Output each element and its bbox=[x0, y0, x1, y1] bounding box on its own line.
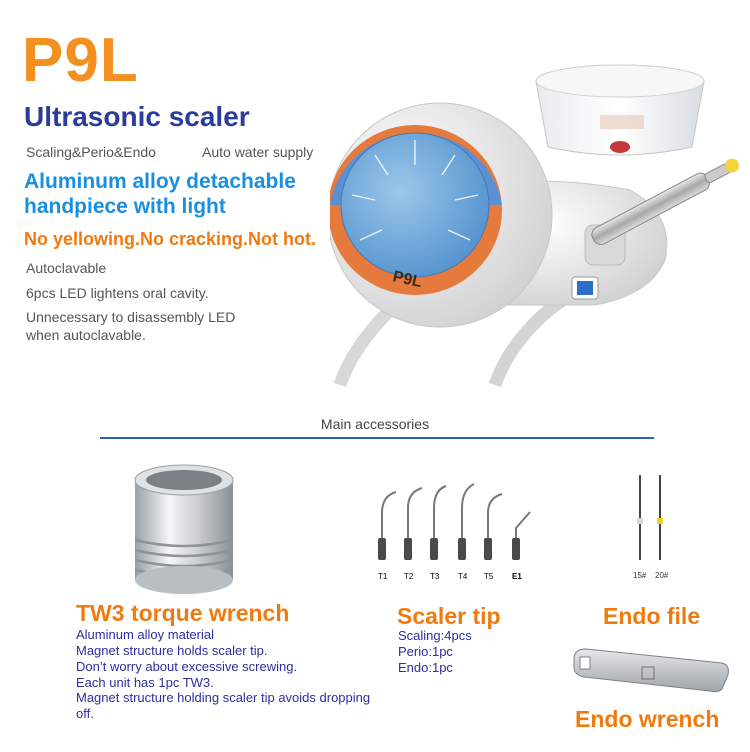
scaler-tip-description: Scaling:4pcs Perio:1pc Endo:1pc bbox=[398, 628, 558, 676]
device-label: P9L bbox=[391, 268, 423, 291]
scaler-tip-title: Scaler tip bbox=[397, 603, 501, 629]
scaler-tip-line: Perio:1pc bbox=[398, 643, 453, 659]
water-bottle bbox=[535, 64, 705, 156]
headline-orange: No yellowing.No cracking.Not hot. bbox=[24, 229, 317, 249]
scaler-device-illustration: P9L bbox=[330, 64, 739, 388]
endo-files-image: 15# 20# bbox=[633, 475, 669, 580]
tip-label: T4 bbox=[458, 572, 468, 581]
feature-led: 6pcs LED lightens oral cavity. bbox=[26, 285, 209, 301]
power-cable bbox=[333, 305, 395, 388]
endo-wrench-image bbox=[573, 648, 729, 693]
tip-label: T3 bbox=[430, 572, 440, 581]
tip-t1 bbox=[381, 491, 397, 548]
endo-file-label: 15# bbox=[633, 571, 647, 580]
tip-label: T5 bbox=[484, 572, 494, 581]
torque-wrench-line: Magnet structure holds scaler tip. bbox=[76, 642, 268, 658]
scaler-tip-line: Scaling:4pcs bbox=[398, 628, 472, 643]
torque-wrench-line: Aluminum alloy material bbox=[76, 627, 214, 642]
model-name: P9L bbox=[22, 26, 139, 95]
feature-disassembly: Unnecessary to disassembly LED when auto… bbox=[26, 309, 236, 343]
section-divider bbox=[100, 437, 654, 439]
torque-wrench-line: Magnet structure holding scaler tip avoi… bbox=[76, 690, 371, 722]
torque-wrench-line: Each unit has 1pc TW3. bbox=[76, 674, 214, 690]
torque-wrench-description: Aluminum alloy material Magnet structure… bbox=[76, 627, 376, 722]
dial-knob[interactable] bbox=[340, 132, 490, 278]
handpiece bbox=[591, 158, 739, 245]
feature-autoclavable: Autoclavable bbox=[26, 260, 107, 276]
handpiece-cable bbox=[488, 289, 574, 388]
endo-file-title: Endo file bbox=[603, 603, 701, 629]
water-supply-text: Auto water supply bbox=[202, 144, 314, 160]
headline-blue-line1: Aluminum alloy detachable bbox=[24, 170, 296, 193]
product-name: Ultrasonic scaler bbox=[24, 101, 250, 132]
scaler-tips-image: T1 T2 T3 T4 T5 E1 bbox=[378, 483, 531, 581]
modes-text: Scaling&Perio&Endo bbox=[26, 144, 156, 160]
torque-wrench-title: TW3 torque wrench bbox=[76, 600, 290, 626]
headline-blue: Aluminum alloy detachable handpiece with… bbox=[24, 169, 364, 219]
tip-label: E1 bbox=[512, 572, 522, 581]
endo-wrench-title: Endo wrench bbox=[575, 706, 720, 732]
torque-wrench-line: Don’t worry about excessive screwing. bbox=[76, 658, 298, 674]
tip-label: T1 bbox=[378, 572, 388, 581]
endo-file-label: 20# bbox=[655, 571, 669, 580]
section-title: Main accessories bbox=[320, 416, 430, 432]
scaler-tip-line: Endo:1pc bbox=[398, 659, 453, 675]
tip-label: T2 bbox=[404, 572, 414, 581]
headline-blue-line2: handpiece with light bbox=[24, 195, 226, 219]
torque-wrench-image bbox=[134, 464, 234, 594]
